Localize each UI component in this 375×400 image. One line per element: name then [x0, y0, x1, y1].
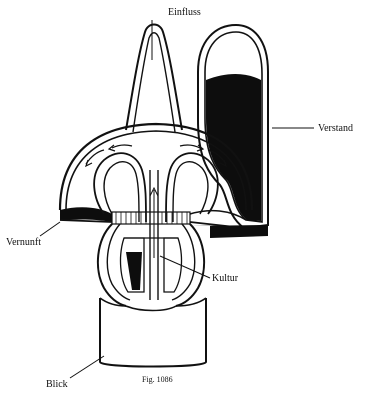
leader-lines	[40, 20, 314, 378]
lower-bulbs	[98, 224, 204, 306]
kultur-wedge	[126, 252, 142, 290]
hatched-band	[112, 212, 190, 224]
figure-caption: Fig. 1086	[142, 376, 173, 384]
label-verstand: Verstand	[318, 124, 353, 134]
verstand-reservoir	[198, 25, 268, 228]
einfluss-tip	[126, 25, 182, 133]
label-kultur: Kultur	[212, 274, 238, 284]
lower-tube	[100, 298, 206, 367]
label-vernunft: Vernunft	[6, 238, 41, 248]
label-blick: Blick	[46, 380, 68, 390]
label-einfluss: Einfluss	[168, 8, 201, 18]
central-stems	[150, 170, 158, 300]
